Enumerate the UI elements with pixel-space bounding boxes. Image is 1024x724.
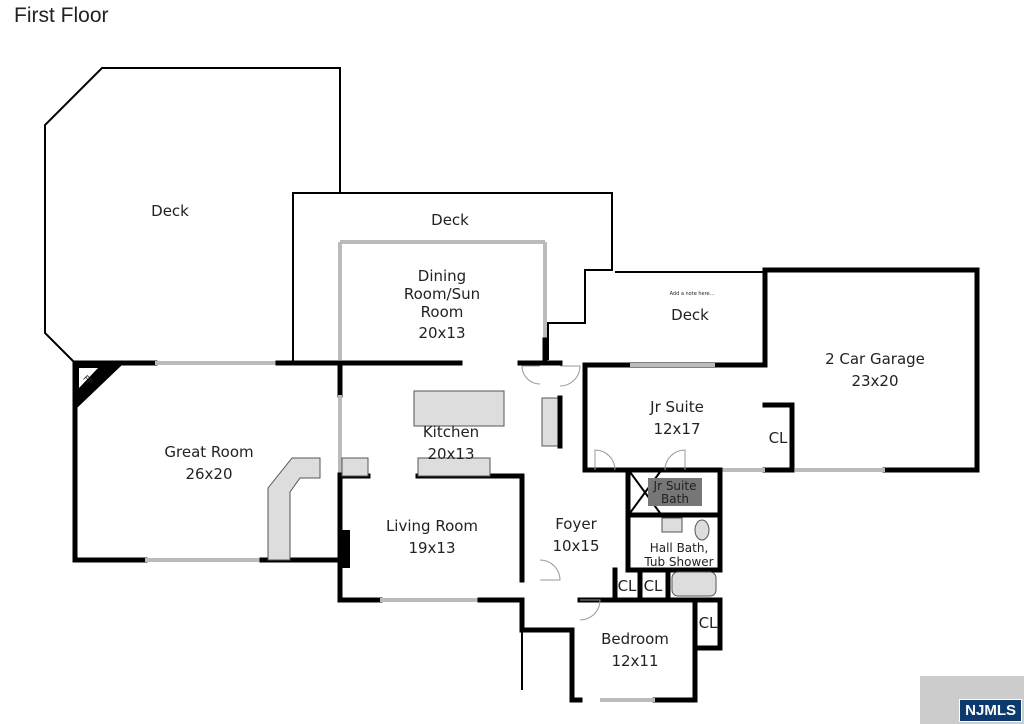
door [559, 365, 581, 387]
jr-suite-label: Jr Suite [649, 398, 704, 416]
deck-center-label: Deck [431, 211, 469, 229]
sink [661, 517, 683, 533]
foyer-label: Foyer [555, 515, 597, 533]
deck-west-outline [44, 67, 341, 364]
deck-west-label: Deck [151, 202, 189, 220]
bathtub [671, 571, 717, 597]
dining-label-3: Room [421, 303, 464, 321]
closet-label: CL [699, 614, 718, 632]
door [664, 449, 686, 471]
kitchen-label: Kitchen [423, 423, 479, 441]
dining-label-1: Dining [418, 267, 466, 285]
watermark-text: NJMLS [959, 699, 1022, 722]
kitchen-counter [341, 457, 369, 477]
door [521, 365, 541, 385]
closet-label: CL [769, 429, 788, 447]
foyer-size: 10x15 [552, 537, 599, 555]
great-room-walls [72, 360, 158, 563]
jr-bath-label-1: Jr Suite [653, 479, 697, 493]
closet-label: CL [618, 577, 637, 595]
bath-walls [625, 467, 723, 573]
dining-size: 20x13 [418, 324, 465, 342]
great-room-label: Great Room [164, 443, 253, 461]
great-room-size: 26x20 [185, 465, 232, 483]
wall [477, 597, 583, 703]
stairs [267, 457, 321, 561]
bedroom-size: 12x11 [611, 652, 658, 670]
kitchen-island [413, 390, 505, 427]
living-size: 19x13 [408, 539, 455, 557]
bedroom-label: Bedroom [601, 630, 669, 648]
living-walls [337, 472, 383, 603]
hall-bath-label-1: Hall Bath, [650, 541, 709, 555]
deck-note: Add a note here... [670, 291, 715, 297]
watermark-logo: NJMLS [920, 676, 1024, 724]
fireplace-living [340, 530, 350, 568]
kitchen-size: 20x13 [427, 445, 474, 463]
jr-bath-label-2: Bath [661, 492, 689, 506]
garage-walls [762, 267, 980, 473]
door [579, 599, 601, 621]
dining-label-2: Room/Sun [404, 285, 480, 303]
door [539, 559, 561, 581]
jr-suite-walls [582, 362, 768, 473]
toilet [694, 519, 710, 541]
garage-label: 2 Car Garage [825, 350, 925, 368]
kitchen-counter [541, 397, 559, 447]
closet-label: CL [644, 577, 663, 595]
deck-center-outline [292, 192, 613, 363]
garage-size: 23x20 [851, 372, 898, 390]
deck-east-label: Deck [671, 306, 709, 324]
jr-bath-label-bg [648, 478, 702, 506]
door [594, 449, 616, 471]
kitchen-counter [417, 457, 491, 477]
hall-bath-label-2: Tub Shower [643, 555, 713, 569]
jr-suite-size: 12x17 [653, 420, 700, 438]
living-label: Living Room [386, 517, 478, 535]
garage-closet-walls [762, 402, 795, 473]
floor-title: First Floor [14, 4, 109, 27]
